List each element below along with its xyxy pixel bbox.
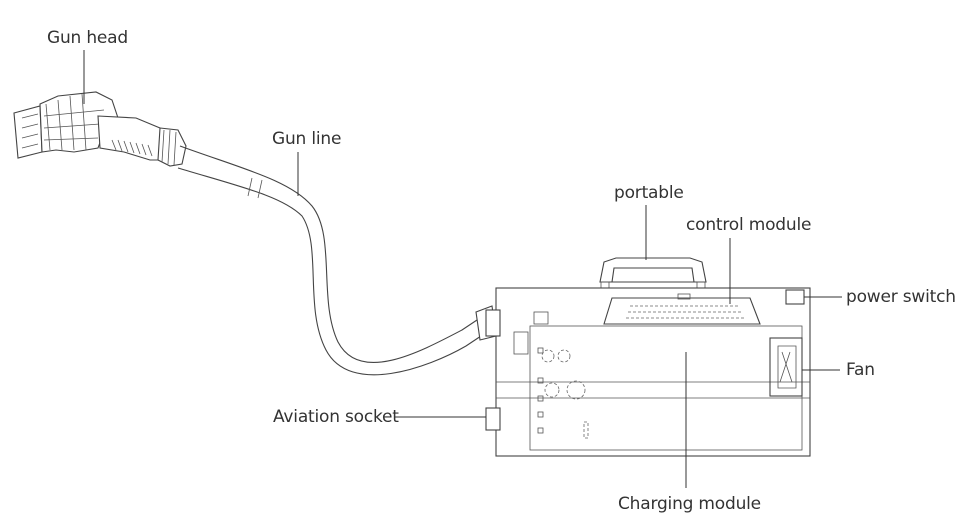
label-portable: portable <box>614 183 684 203</box>
label-power-switch: power switch <box>846 287 956 307</box>
gun-line-cable <box>177 145 497 376</box>
label-aviation-socket: Aviation socket <box>273 407 399 427</box>
gun-head <box>13 91 187 167</box>
label-control-module: control module <box>686 215 812 235</box>
label-gun-head: Gun head <box>47 28 128 48</box>
charger-body <box>485 257 811 457</box>
label-charging-module: Charging module <box>618 494 761 514</box>
label-fan: Fan <box>846 360 875 380</box>
label-gun-line: Gun line <box>272 129 342 149</box>
